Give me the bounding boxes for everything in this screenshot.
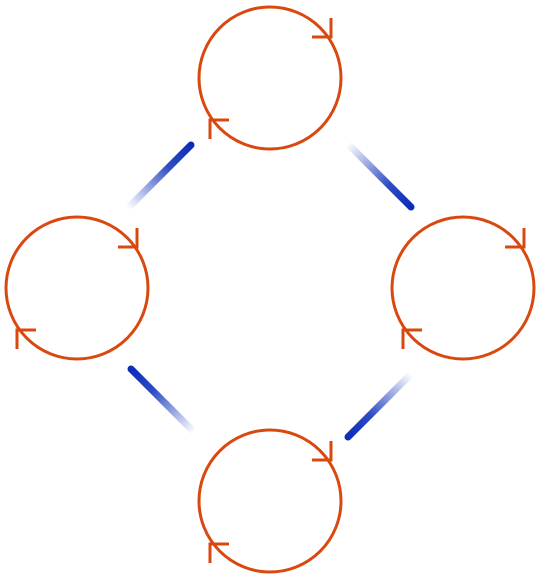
node-top (197, 5, 343, 151)
arrowhead-icon (118, 228, 139, 249)
connector-top-left (122, 141, 195, 214)
node-top-circle (197, 5, 343, 151)
arrowhead-icon (401, 328, 422, 349)
arrowhead-icon (15, 328, 36, 349)
node-right (390, 215, 536, 361)
arrowhead-icon (312, 441, 333, 462)
node-bottom (197, 428, 343, 574)
node-left (4, 215, 150, 361)
node-right-circle (390, 215, 536, 361)
arrowhead-icon (208, 542, 229, 563)
connector-top-right (342, 138, 415, 211)
arrowhead-icon (208, 118, 229, 139)
arrowhead-icon (505, 228, 526, 249)
arrowhead-icon (312, 18, 333, 39)
connector-right-bottom (344, 368, 417, 441)
node-bottom-circle (197, 428, 343, 574)
node-left-circle (4, 215, 150, 361)
connector-left-bottom (127, 365, 200, 438)
